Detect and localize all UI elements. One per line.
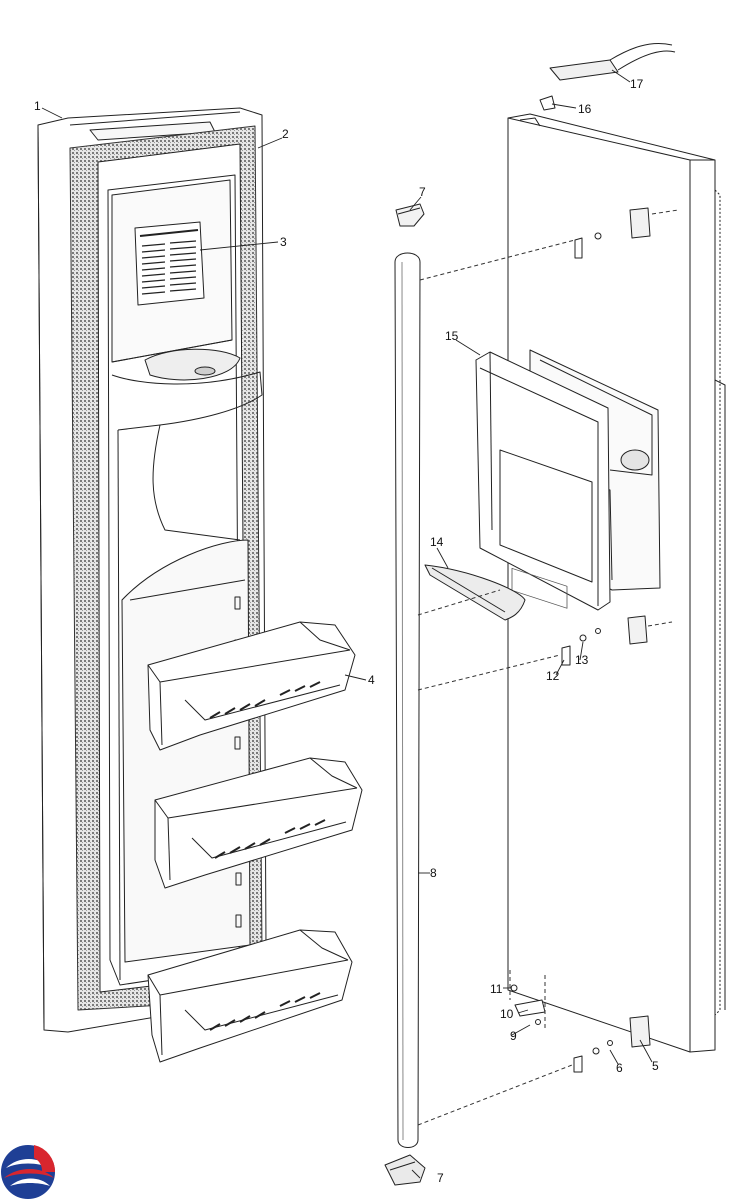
callout-9: 9	[510, 1029, 517, 1043]
callout-10: 10	[500, 1007, 514, 1021]
callout-5: 5	[652, 1059, 659, 1073]
dispenser-cover	[475, 351, 611, 611]
callout-14: 14	[430, 535, 444, 549]
hinge-hardware-top	[574, 207, 651, 259]
brand-logo-icon	[1, 1145, 56, 1199]
handle-cap-bottom	[384, 1154, 426, 1186]
callout-1: 1	[34, 99, 41, 113]
door-switch	[539, 42, 676, 111]
callout-7-top: 7	[419, 185, 426, 199]
instruction-label	[134, 221, 205, 306]
callout-15: 15	[445, 329, 459, 343]
handle-cap-top	[395, 203, 425, 227]
callout-17: 17	[630, 77, 644, 91]
callout-12: 12	[546, 669, 560, 683]
callout-16: 16	[578, 102, 592, 116]
callout-11: 11	[490, 982, 503, 996]
door-bin-lower	[147, 929, 353, 1063]
callout-4: 4	[368, 673, 375, 687]
hinge-hardware-middle	[561, 615, 648, 666]
door-bin-middle	[154, 757, 363, 889]
callout-7-bottom: 7	[437, 1171, 444, 1185]
callout-8: 8	[430, 866, 437, 880]
door-handle	[394, 252, 421, 1148]
callout-3: 3	[280, 235, 287, 249]
callout-2: 2	[282, 127, 289, 141]
callout-6: 6	[616, 1061, 623, 1075]
hinge-hardware-bottom	[510, 984, 651, 1073]
callout-13: 13	[575, 653, 589, 667]
door-bin-upper	[147, 621, 356, 751]
drip-tray	[424, 564, 526, 621]
